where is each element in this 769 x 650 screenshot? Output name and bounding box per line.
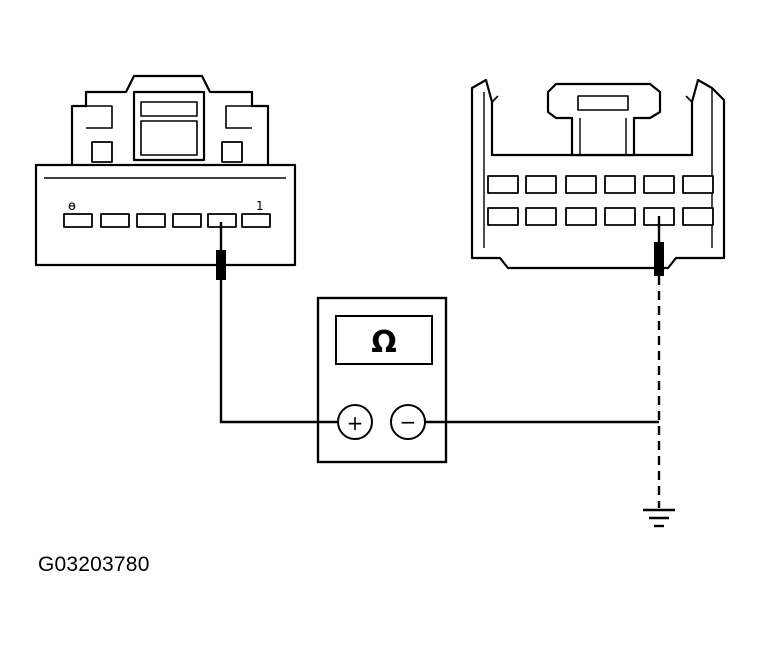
figure-id: G03203780: [38, 553, 150, 576]
ohmmeter-display: [335, 315, 433, 365]
left-connector-mark-left: ɵ: [68, 199, 76, 214]
right-connector: [470, 78, 726, 270]
positive-lead-wire: [219, 280, 338, 424]
ohm-symbol: Ω: [371, 325, 397, 360]
right-probe: [654, 216, 664, 276]
left-connector: [34, 74, 297, 267]
negative-terminal-label: −: [400, 410, 417, 434]
left-probe: [216, 222, 226, 280]
ground-icon: [643, 508, 675, 528]
left-connector-mark-right: 1: [256, 199, 264, 213]
positive-terminal-label: +: [347, 411, 364, 435]
ohmmeter: [316, 296, 448, 464]
